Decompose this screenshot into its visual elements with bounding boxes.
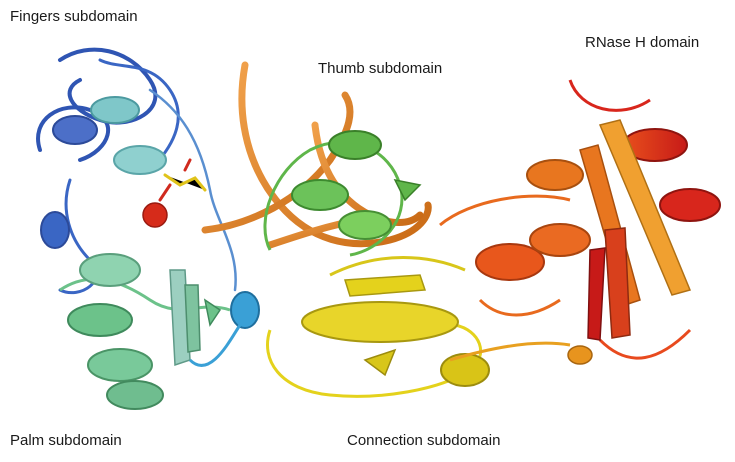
thumb-subdomain-ribbon: [263, 130, 422, 257]
palm-subdomain-ribbon: [59, 253, 260, 410]
rnase-h-domain-ribbon: [439, 79, 721, 365]
fingers-subdomain-ribbon: [36, 47, 237, 295]
nucleic-acid-backbone: [201, 61, 432, 249]
active-site-sticks: [142, 158, 207, 228]
fingers-subdomain-label: Fingers subdomain: [10, 8, 138, 25]
connection-subdomain-label: Connection subdomain: [347, 432, 501, 449]
connection-subdomain-ribbon: [266, 256, 571, 398]
rnase-h-domain-label: RNase H domain: [585, 34, 700, 51]
palm-subdomain-label: Palm subdomain: [10, 432, 122, 449]
thumb-subdomain-label: Thumb subdomain: [318, 60, 443, 77]
